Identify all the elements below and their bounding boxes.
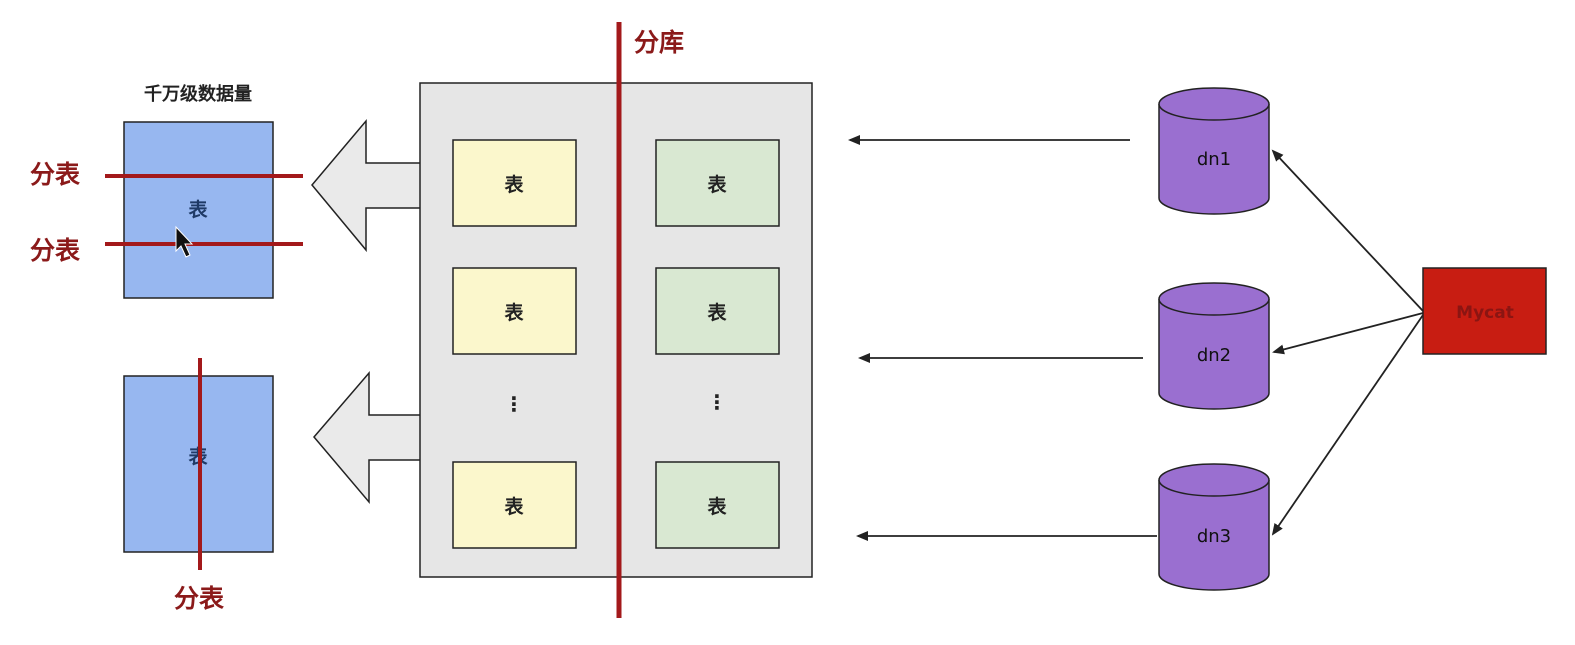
block-arrow-top <box>311 118 433 253</box>
db2-table-3 <box>655 461 780 549</box>
arrow-mycat-to-dn3 <box>1271 314 1424 536</box>
db1-table-2-label: 表 <box>504 301 524 324</box>
db1-table-2 <box>452 267 577 355</box>
db2-table-2-label: 表 <box>707 301 727 324</box>
db-split-label: 分库 <box>634 28 684 57</box>
db1-table-3 <box>452 461 577 549</box>
mycat-box <box>1422 267 1547 355</box>
arrow-mycat-to-dn1 <box>1271 149 1424 312</box>
datanode-dn2-label: dn2 <box>1197 345 1231 366</box>
block-arrow-bottom <box>313 370 436 505</box>
mycat-label: Mycat <box>1456 303 1514 323</box>
datanode-dn3-label: dn3 <box>1197 526 1231 547</box>
big-table-top <box>123 121 274 299</box>
split-label-h2: 分表 <box>30 236 81 265</box>
big-table-top-label: 表 <box>188 198 208 221</box>
db2-table-2 <box>655 267 780 355</box>
datanode-dn3: dn3 <box>1158 463 1270 591</box>
datanode-dn2: dn2 <box>1158 282 1270 410</box>
split-label-h1: 分表 <box>30 160 81 189</box>
db1-table-1-label: 表 <box>504 173 524 196</box>
db2-table-3-label: 表 <box>707 495 727 518</box>
datanode-dn1-label: dn1 <box>1197 149 1231 170</box>
db1-table-3-label: 表 <box>504 495 524 518</box>
db2-ellipsis: ⋮ <box>707 390 727 414</box>
big-table-caption: 千万级数据量 <box>144 83 252 105</box>
cursor-icon <box>175 225 194 258</box>
db2-table-1 <box>655 139 780 227</box>
db1-ellipsis: ⋮ <box>504 392 524 416</box>
datanode-dn1: dn1 <box>1158 87 1270 215</box>
split-label-v: 分表 <box>174 584 225 613</box>
db1-table-1 <box>452 139 577 227</box>
arrow-mycat-to-dn2 <box>1272 312 1424 355</box>
db2-table-1-label: 表 <box>707 173 727 196</box>
